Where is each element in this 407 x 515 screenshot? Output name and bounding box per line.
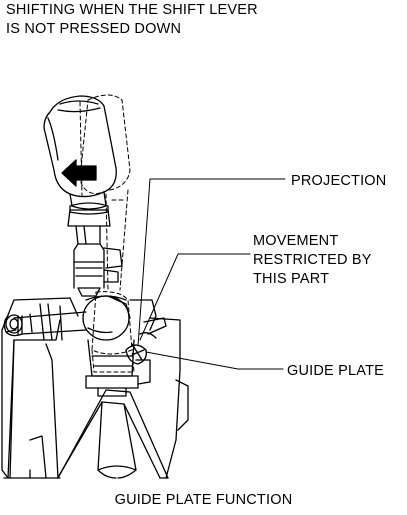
figure-caption: GUIDE PLATE FUNCTION <box>114 492 293 508</box>
center-support-legs <box>29 389 169 479</box>
guide-plate-leader <box>145 351 284 370</box>
callout-lines <box>137 178 286 370</box>
right-bracket <box>129 299 167 339</box>
movement-arrow <box>61 159 97 187</box>
movement-label-line-1: MOVEMENT <box>253 233 339 249</box>
projection-label: PROJECTION <box>291 173 387 189</box>
projection-leader <box>137 178 286 347</box>
ball-joint <box>82 295 131 341</box>
movement-label-line-3: THIS PART <box>253 271 330 287</box>
shift-knob <box>43 95 117 210</box>
movement-leader <box>139 253 251 341</box>
guide-plate-label: GUIDE PLATE <box>287 363 385 379</box>
ghost-lever-position <box>79 94 135 373</box>
lever-rod <box>67 202 123 297</box>
side-rod <box>3 303 87 341</box>
title-line-1: SHIFTING WHEN THE SHIFT LEVER <box>6 2 258 18</box>
socket-assembly <box>85 339 139 397</box>
projection-detail <box>125 343 147 365</box>
movement-label-line-2: RESTRICTED BY <box>253 252 372 268</box>
title-line-2: IS NOT PRESSED DOWN <box>6 21 182 37</box>
base-housing <box>1 297 189 479</box>
